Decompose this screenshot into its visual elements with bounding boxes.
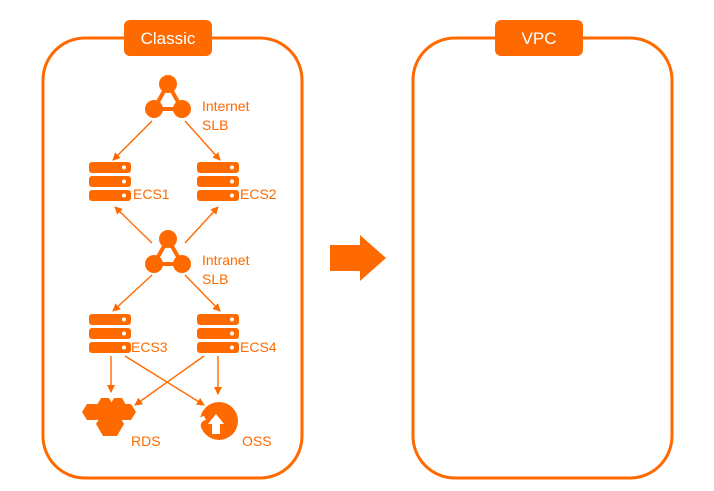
classic-title-tab xyxy=(124,20,212,56)
server-icon xyxy=(89,162,131,201)
edge-ecs4-rds xyxy=(134,355,205,406)
edge-intranet-slb-ecs3 xyxy=(112,274,153,312)
vpc-panel: VPC xyxy=(411,20,674,480)
internet-slb-label-line2: SLB xyxy=(202,117,228,133)
vpc-title: VPC xyxy=(522,29,557,48)
edge-ecs3-oss xyxy=(124,355,205,406)
edge-internet-slb-ecs2 xyxy=(184,120,221,161)
load-balancer-icon xyxy=(145,75,191,118)
oss-label: OSS xyxy=(242,433,272,449)
server-icon xyxy=(197,162,239,201)
ecs2-label: ECS2 xyxy=(240,186,277,202)
connections xyxy=(107,120,222,406)
ecs1-label: ECS1 xyxy=(133,186,170,202)
ecs3-label: ECS3 xyxy=(131,339,168,355)
edge-intranet-slb-ecs4 xyxy=(184,274,221,312)
ecs4-label: ECS4 xyxy=(240,339,277,355)
vpc-title-tab xyxy=(495,20,583,56)
rds-label: RDS xyxy=(131,433,161,449)
intranet-slb-label-line2: SLB xyxy=(202,271,228,287)
load-balancer-icon xyxy=(145,230,191,273)
classic-panel: Classic xyxy=(41,20,304,480)
classic-panel-border xyxy=(41,36,304,480)
server-icon xyxy=(197,314,239,353)
database-hexagon-icon xyxy=(82,398,136,436)
classic-title: Classic xyxy=(141,29,196,48)
storage-icon xyxy=(195,402,238,440)
migration-arrow-icon xyxy=(330,235,386,281)
vpc-panel-border xyxy=(411,36,674,480)
edge-intranet-slb-ecs1 xyxy=(114,206,153,244)
edge-internet-slb-ecs1 xyxy=(112,120,153,161)
server-icon xyxy=(89,314,131,353)
edge-intranet-slb-ecs2 xyxy=(184,206,219,244)
internet-slb-label-line1: Internet xyxy=(202,98,250,114)
intranet-slb-label-line1: Intranet xyxy=(202,252,250,268)
